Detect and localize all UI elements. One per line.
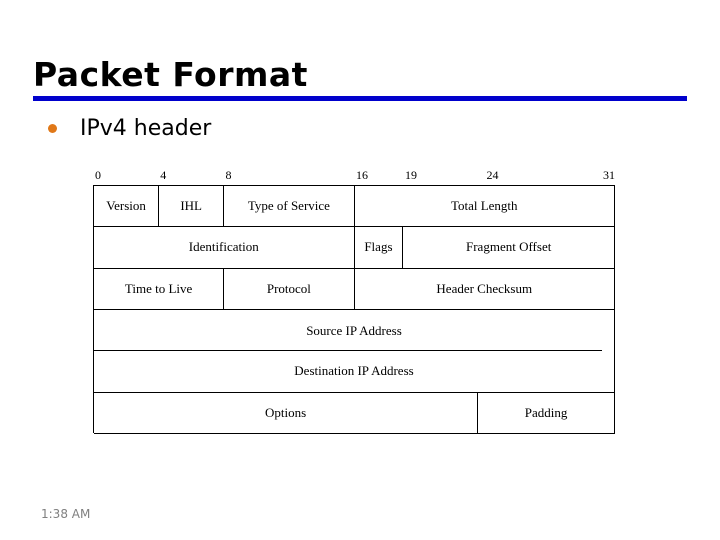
bit-ruler-tick: 0 xyxy=(95,168,101,182)
packet-field-cell: Fragment Offset xyxy=(403,227,615,268)
packet-field-cell: Source IP Address xyxy=(94,309,615,352)
packet-field-cell: Time to Live xyxy=(94,268,225,309)
packet-table-row: Destination IP Address xyxy=(94,351,615,393)
bit-ruler-tick: 24 xyxy=(486,168,499,182)
bit-ruler: 0 4 8 16 19 24 31 xyxy=(93,168,615,184)
packet-field-cell: Header Checksum xyxy=(355,268,615,309)
bit-ruler-tick: 16 xyxy=(356,168,368,182)
bit-ruler-tick: 4 xyxy=(160,168,167,182)
slide-timestamp: 1:38 AM xyxy=(41,507,91,521)
bit-ruler-tick: 8 xyxy=(225,168,232,182)
title-divider xyxy=(33,96,687,101)
packet-field-cell: IHL xyxy=(159,186,225,227)
packet-field-cell: Total Length xyxy=(355,186,615,227)
packet-field-cell: Identification xyxy=(94,227,355,268)
packet-field-cell: Version xyxy=(94,186,160,227)
packet-field-cell: Options xyxy=(94,392,479,433)
bullet-dot-icon xyxy=(48,124,57,133)
packet-field-cell: Destination IP Address xyxy=(94,351,615,392)
packet-table-row: Source IP Address xyxy=(94,309,615,352)
page-title: Packet Format xyxy=(33,55,308,94)
bit-ruler-tick: 19 xyxy=(404,168,417,182)
bullet-item-label: IPv4 header xyxy=(80,116,212,141)
packet-field-cell: Padding xyxy=(478,392,615,433)
packet-field-cell: Protocol xyxy=(224,268,355,309)
bit-ruler-tick: 31 xyxy=(603,168,615,182)
packet-field-cell: Flags xyxy=(355,227,404,268)
bullet-list-item: IPv4 header xyxy=(48,116,211,141)
packet-field-cell: Type of Service xyxy=(224,186,355,227)
